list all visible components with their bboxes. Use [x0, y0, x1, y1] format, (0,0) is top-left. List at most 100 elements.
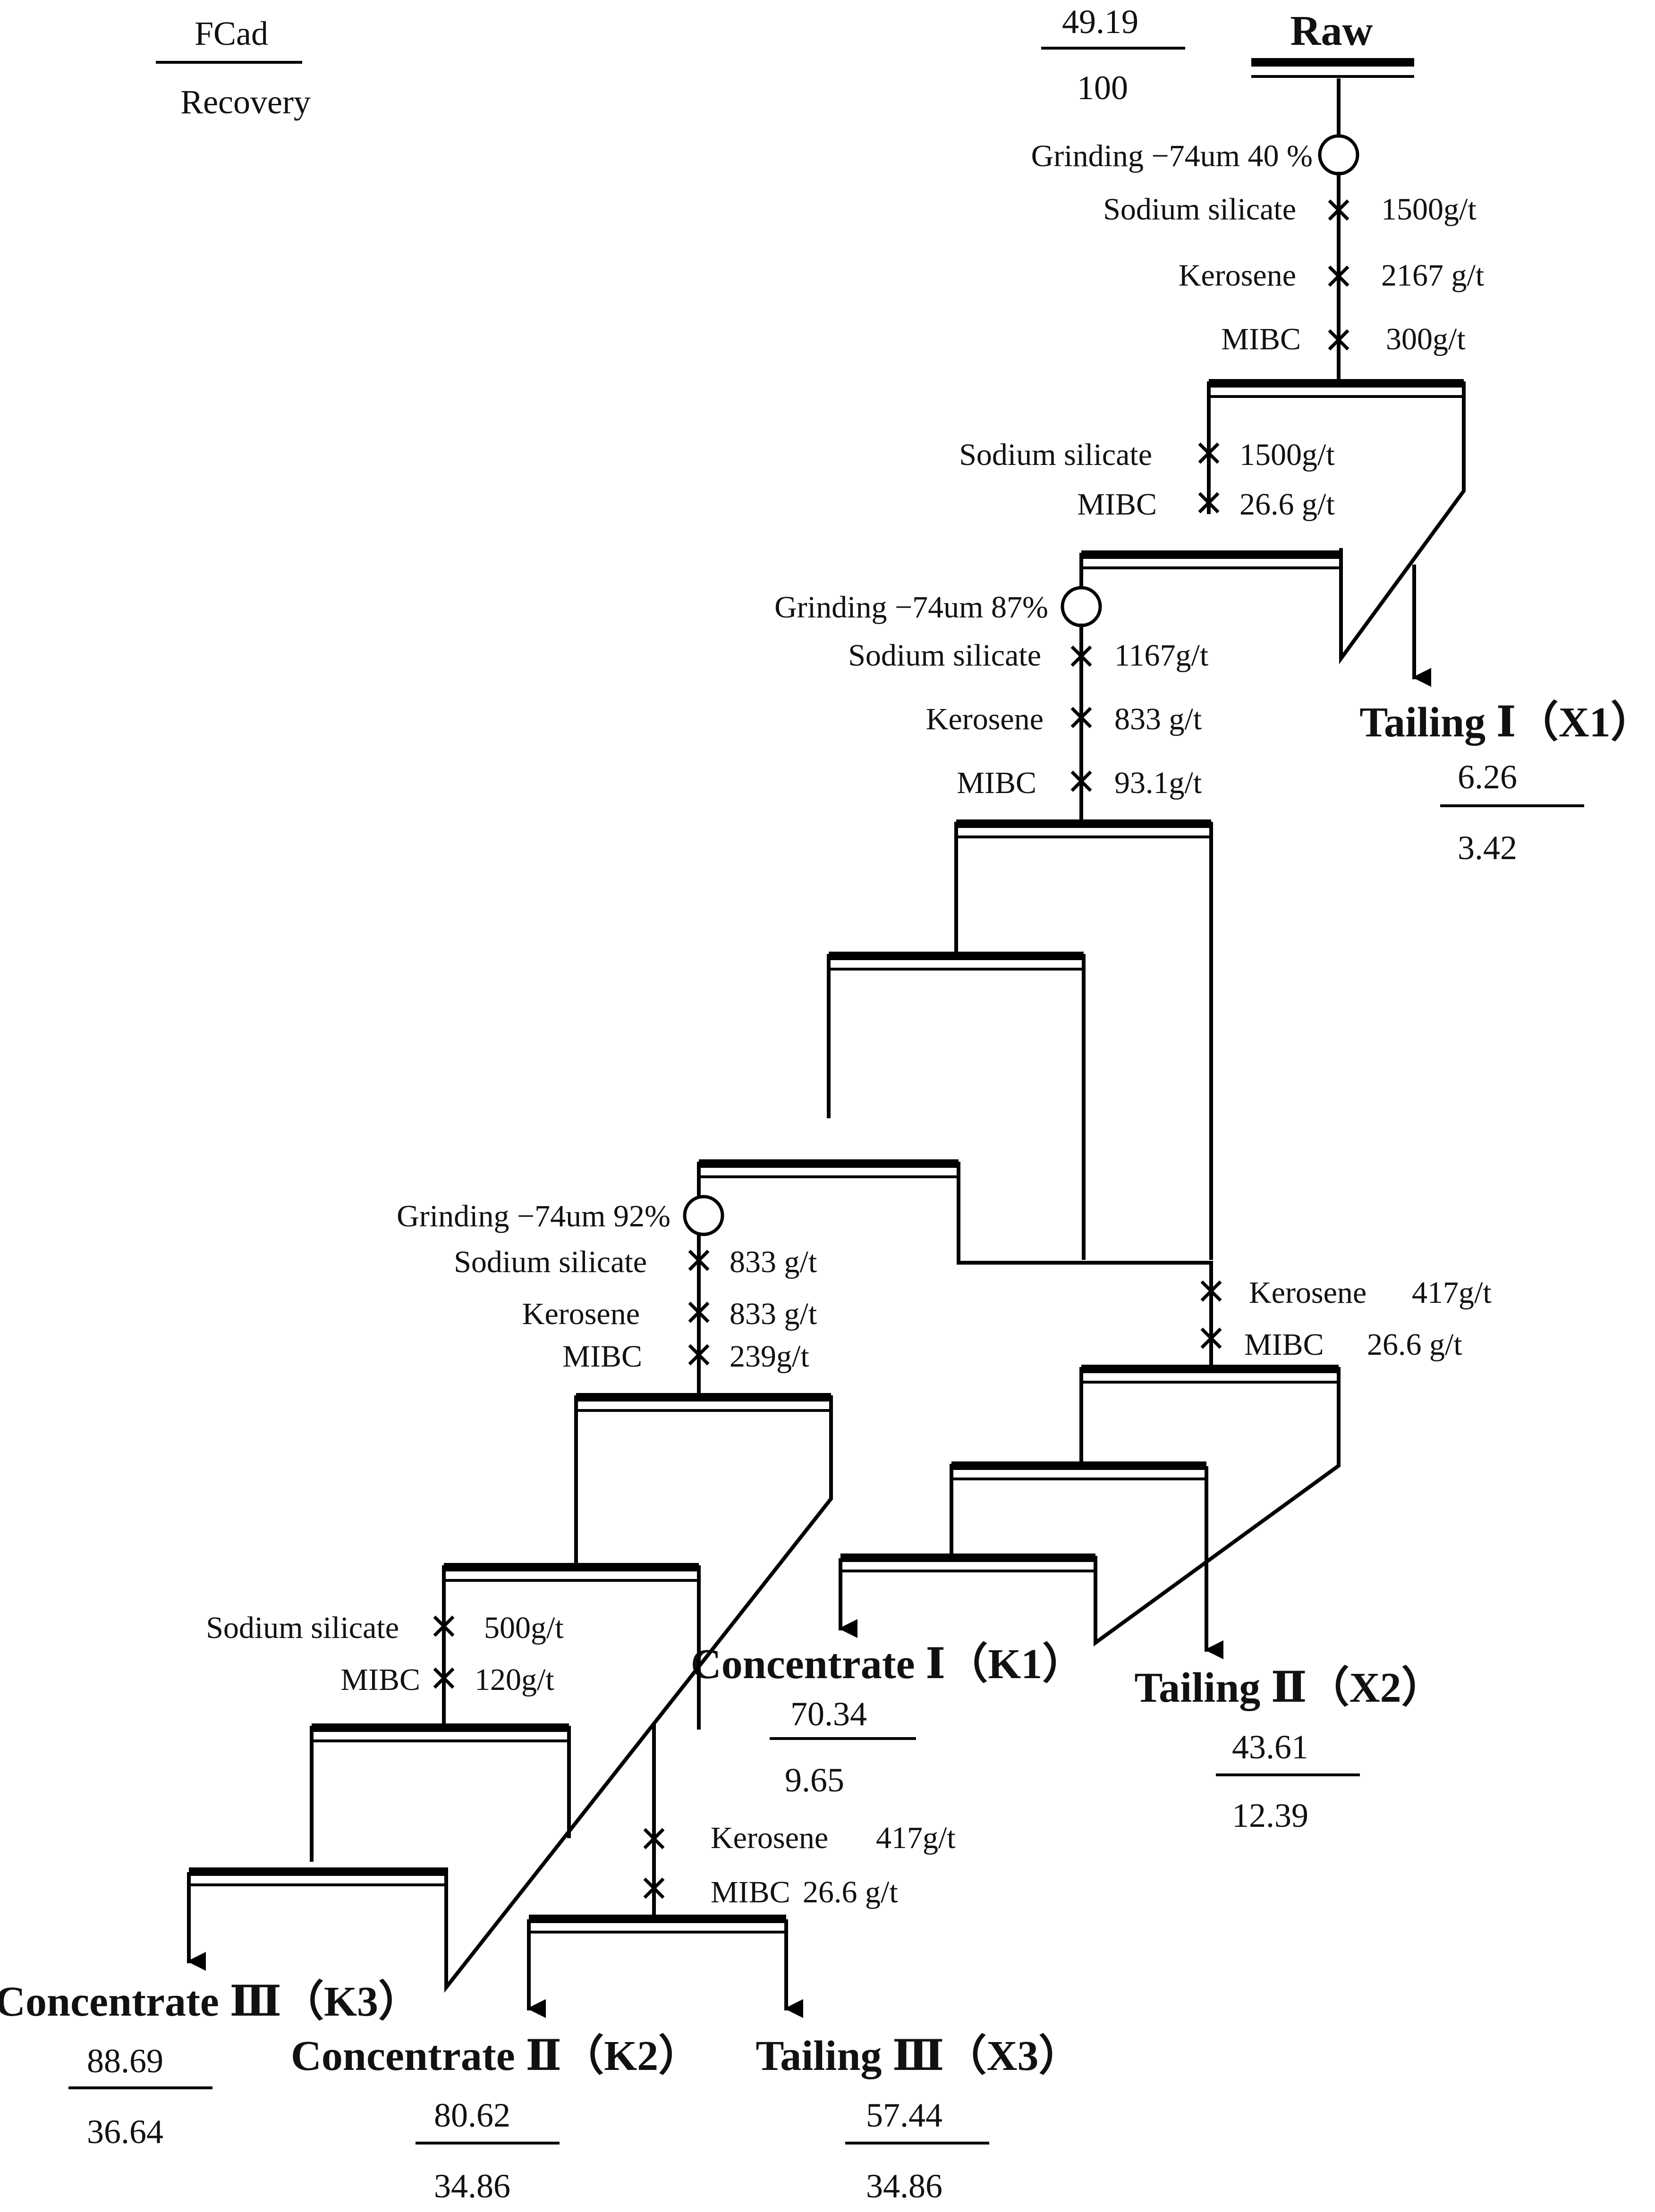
- concentrate1-label: Concentrate Ⅰ（K1）: [691, 1641, 1085, 1688]
- feed-title: Raw: [1290, 8, 1373, 54]
- reagent-name: MIBC: [957, 766, 1036, 800]
- tailing3-label: Tailing Ⅲ（X3）: [756, 2033, 1081, 2079]
- reagent-cross: [1198, 492, 1220, 514]
- grinding-mill-3: [683, 1195, 724, 1236]
- reagent-name: MIBC: [1077, 487, 1157, 522]
- stage3-reagents: Sodium silicate 833 g/t Kerosene 833 g/t…: [454, 1245, 817, 1374]
- concentrate2-label: Concentrate Ⅱ（K2）: [291, 2033, 701, 2079]
- grinding-mill-1: [1318, 134, 1359, 176]
- tailing1-fcad: 6.26: [1458, 758, 1517, 796]
- reagent-dose: 1500g/t: [1239, 438, 1335, 472]
- feed-recovery: 100: [1077, 69, 1128, 107]
- tailing2-fcad: 43.61: [1232, 1728, 1308, 1766]
- reagent-name: Sodium silicate: [454, 1245, 647, 1279]
- reagent-name: Sodium silicate: [848, 638, 1041, 673]
- flotation-cell-cleaner-2a: [827, 952, 1086, 1260]
- reagent-cross: [688, 1301, 710, 1323]
- reagent-dose: 300g/t: [1386, 322, 1466, 356]
- reagent-name: Kerosene: [711, 1821, 828, 1855]
- flotation-cell-rougher-3: [444, 1393, 833, 1993]
- tailing2-recovery: 12.39: [1232, 1797, 1308, 1834]
- reagent-cross: [1070, 645, 1092, 667]
- legend-fcad: FCad: [195, 15, 268, 52]
- grinding-label-1: Grinding −74um 40 %: [1031, 139, 1313, 173]
- reagent-cross: [1328, 199, 1349, 221]
- reagent-dose: 417g/t: [1412, 1275, 1492, 1310]
- concentrate1-recovery: 9.65: [785, 1761, 844, 1799]
- reagent-dose: 833 g/t: [730, 1245, 817, 1279]
- cleaner3-reagents: Sodium silicate 500g/t MIBC 120g/t: [206, 1611, 563, 1697]
- legend: FCad Recovery: [156, 15, 311, 121]
- reagent-dose: 26.6 g/t: [1367, 1327, 1462, 1362]
- flotation-cell-cleaner-2b: [697, 1159, 1213, 1265]
- grinding-label-3: Grinding −74um 92%: [397, 1199, 670, 1233]
- reagent-dose: 239g/t: [730, 1339, 809, 1374]
- reagent-name: MIBC: [711, 1875, 790, 1909]
- reagent-cross: [1198, 442, 1220, 464]
- grinding-mill-2: [1061, 586, 1102, 627]
- scavenger3-reagents: Kerosene 417g/t MIBC 26.6 g/t: [643, 1821, 956, 1909]
- reagent-cross: [643, 1877, 665, 1899]
- reagent-cross: [1070, 770, 1092, 792]
- tailing1-recovery: 3.42: [1458, 829, 1517, 867]
- reagent-cross: [433, 1667, 455, 1689]
- flotation-cell-scavenger-3: [527, 1915, 803, 2018]
- flotation-cell-scavenger-2: [1079, 1365, 1341, 1646]
- reagent-cross: [1328, 265, 1349, 287]
- flotation-cell-cleaner-3b: [310, 1723, 571, 1862]
- reagent-dose: 833 g/t: [730, 1297, 817, 1331]
- product-tailing2: Tailing Ⅱ（X2） 43.61 12.39: [1134, 1664, 1443, 1834]
- flotation-cell-scavenger-2c: [839, 1553, 1095, 1638]
- concentrate2-fcad: 80.62: [434, 2096, 510, 2134]
- stage1-reagents: Sodium silicate 1500g/t Kerosene 2167 g/…: [1103, 192, 1484, 356]
- reagent-cross: [1070, 707, 1092, 728]
- flotation-cell-scavenger-2b: [950, 1461, 1223, 1659]
- reagent-dose: 26.6 g/t: [803, 1875, 898, 1909]
- product-concentrate1: Concentrate Ⅰ（K1） 70.34 9.65: [691, 1641, 1085, 1799]
- reagent-dose: 833 g/t: [1114, 702, 1202, 736]
- reagent-cross: [688, 1344, 710, 1366]
- legend-recovery: Recovery: [180, 83, 311, 121]
- reagent-dose: 120g/t: [475, 1663, 554, 1697]
- flotation-cell-scavenger-1: [1079, 550, 1431, 687]
- reagent-dose: 26.6 g/t: [1239, 487, 1335, 522]
- reagent-name: Sodium silicate: [206, 1611, 399, 1645]
- concentrate2-recovery: 34.86: [434, 2167, 510, 2205]
- reagent-dose: 2167 g/t: [1381, 258, 1484, 293]
- reagent-name: MIBC: [1221, 322, 1301, 356]
- reagent-cross: [643, 1828, 665, 1849]
- tailing3-fcad: 57.44: [866, 2096, 942, 2134]
- feed: 49.19 100 Raw: [1041, 3, 1414, 107]
- reagent-name: Kerosene: [926, 702, 1044, 736]
- concentrate1-fcad: 70.34: [790, 1695, 867, 1733]
- concentrate3-label: Concentrate Ⅲ（K3）: [0, 1978, 421, 2025]
- tailing2-label: Tailing Ⅱ（X2）: [1134, 1664, 1443, 1711]
- tailing1-label: Tailing Ⅰ（X1）: [1359, 699, 1653, 746]
- product-tailing1: Tailing Ⅰ（X1） 6.26 3.42: [1359, 699, 1653, 867]
- flotation-cell-rougher-2: [954, 819, 1213, 1260]
- reagent-name: Sodium silicate: [959, 438, 1152, 472]
- concentrate3-recovery: 36.64: [87, 2113, 163, 2151]
- reagent-name: Sodium silicate: [1103, 192, 1296, 227]
- reagent-name: Kerosene: [1249, 1275, 1366, 1310]
- reagent-dose: 93.1g/t: [1114, 766, 1202, 800]
- flotation-cell-rougher-1: [1207, 379, 1466, 665]
- reagent-dose: 1500g/t: [1381, 192, 1477, 227]
- scavenger1-reagents: Sodium silicate 1500g/t MIBC 26.6 g/t: [959, 438, 1334, 522]
- tailing3-recovery: 34.86: [866, 2167, 942, 2205]
- product-concentrate3: Concentrate Ⅲ（K3） 88.69 36.64: [0, 1978, 421, 2151]
- reagent-name: MIBC: [1244, 1327, 1324, 1362]
- flotation-cell-cleaner-3a: [442, 1563, 701, 1918]
- reagent-cross: [688, 1250, 710, 1271]
- reagent-name: MIBC: [340, 1663, 420, 1697]
- reagent-dose: 1167g/t: [1114, 638, 1208, 673]
- reagent-name: MIBC: [562, 1339, 642, 1374]
- feed-fcad: 49.19: [1062, 3, 1138, 41]
- reagent-dose: 500g/t: [484, 1611, 564, 1645]
- reagent-cross: [1328, 329, 1349, 351]
- reagent-name: Kerosene: [522, 1297, 640, 1331]
- concentrate3-fcad: 88.69: [87, 2042, 163, 2080]
- product-tailing3: Tailing Ⅲ（X3） 57.44 34.86: [756, 2033, 1081, 2205]
